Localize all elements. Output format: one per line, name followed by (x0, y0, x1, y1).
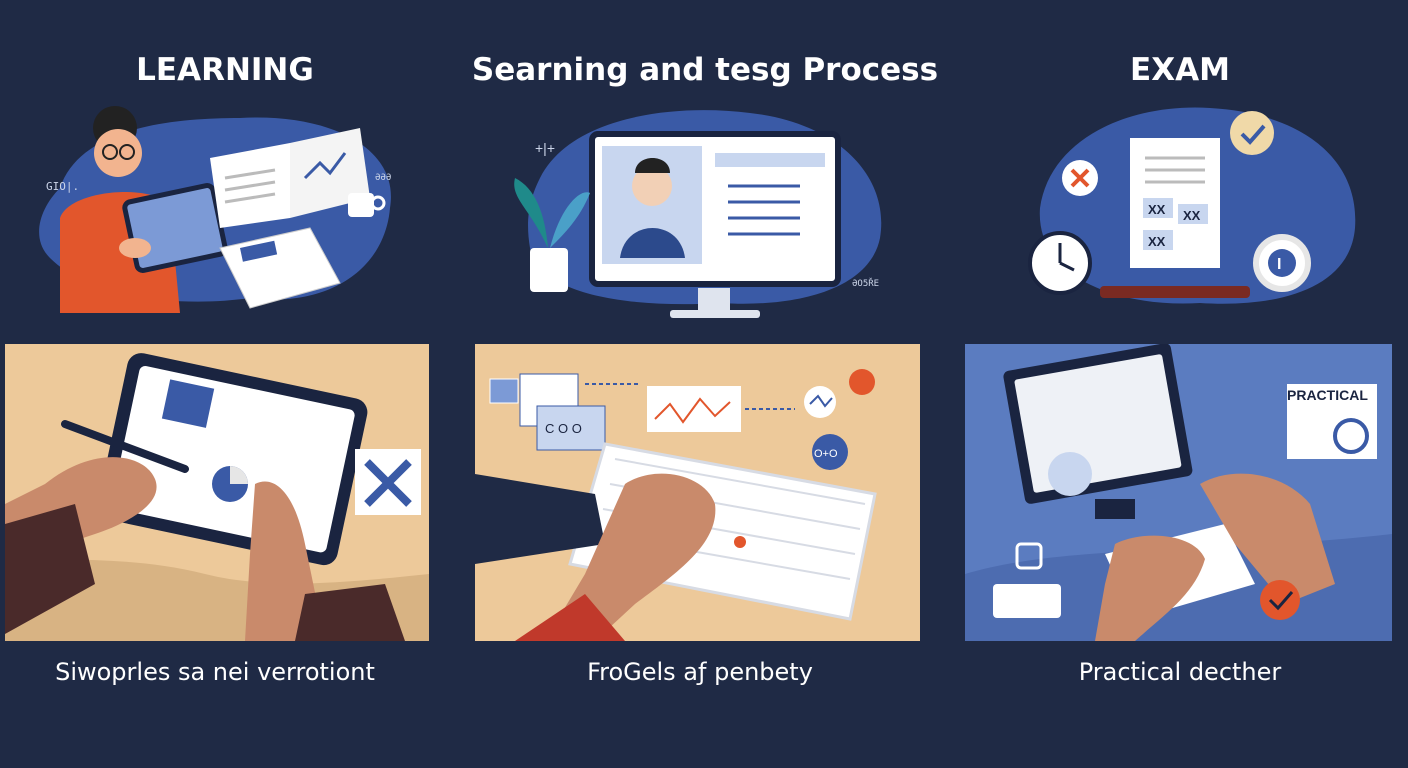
learning-small-left: GIO|. (46, 180, 79, 193)
learning-panel (5, 344, 429, 641)
process-caption: FroGels aƒ penbety (587, 658, 813, 686)
exam-title: EXAM (1130, 52, 1230, 88)
practical-label: PRACTICAL (1287, 387, 1368, 403)
exam-mark-1: XX (1148, 202, 1166, 217)
process-node2-label: O+O (814, 448, 838, 460)
process-small-right: ƏO5ŘE (852, 277, 879, 289)
process-node-label: C O O (545, 421, 582, 436)
learning-title: LEARNING (136, 52, 314, 88)
exam-mark-3: XX (1148, 234, 1166, 249)
svg-text:+|+: +|+ (535, 140, 555, 156)
learning-caption: Siwoprles sa nei verrotiont (55, 658, 375, 686)
process-title: Searning and tesg Process (471, 52, 939, 88)
learning-small-right: ƏƏƏ (375, 173, 391, 183)
exam-panel: PRACTICAL (965, 344, 1392, 641)
exam-caption: Practical decther (1078, 658, 1282, 686)
process-panel: C O O O+O (475, 344, 920, 641)
learning-illustration: GIO|. ƏƏƏ (30, 98, 410, 328)
exam-illustration: XX XX XX I (1020, 98, 1380, 328)
exam-mark-2: XX (1183, 208, 1201, 223)
process-illustration: +|+ ƏO5ŘE (500, 98, 900, 328)
exam-badge: I (1277, 256, 1281, 273)
